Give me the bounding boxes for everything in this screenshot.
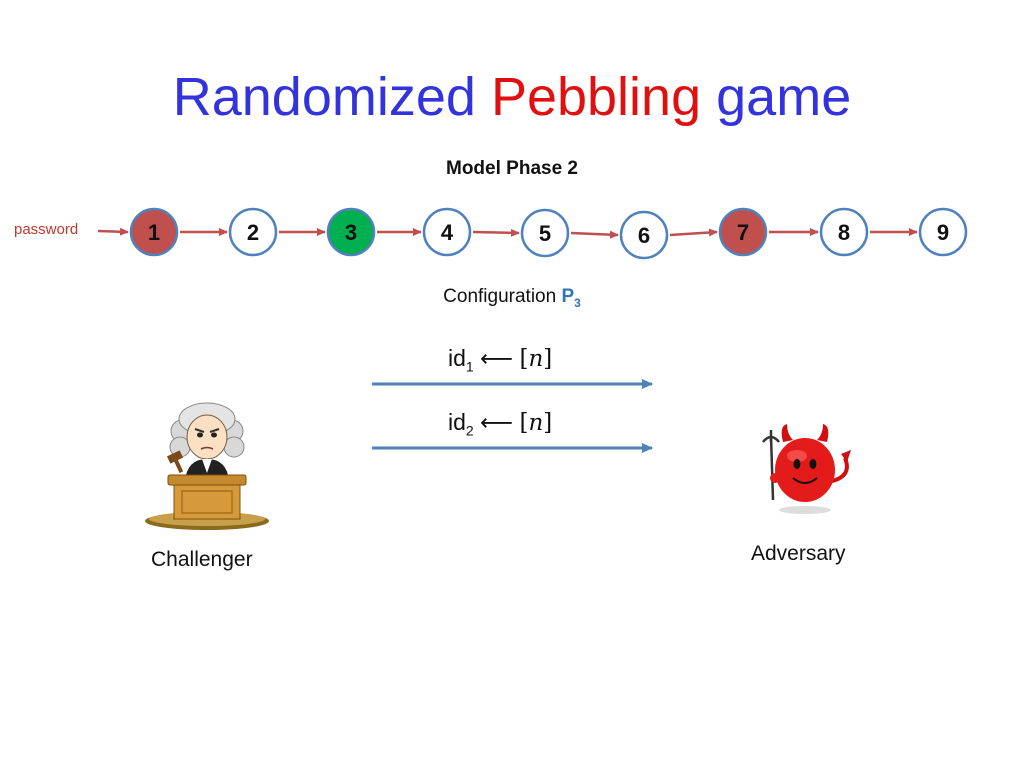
phase-label: Model Phase 2 <box>446 158 578 179</box>
configuration-name: P3 <box>561 286 581 310</box>
message-1-index: 1 <box>465 358 474 375</box>
configuration-symbol: P <box>561 286 575 307</box>
judge-icon <box>145 402 269 530</box>
chain-node-label-9: 9 <box>937 220 949 245</box>
message-2-set-close: ] <box>543 410 553 436</box>
chain-node-4 <box>422 207 472 257</box>
adversary-label: Adversary <box>751 542 846 565</box>
chain-node-label-1: 1 <box>148 220 160 245</box>
message-1-set-close: ] <box>543 346 553 372</box>
password-label: password <box>14 221 79 238</box>
challenger-label: Challenger <box>151 548 253 571</box>
title-word-randomized: Randomized <box>172 67 476 127</box>
chain-node-3 <box>326 207 376 257</box>
chain-node-9 <box>918 207 968 257</box>
message-1-set-open: [ <box>519 346 529 372</box>
chain-node-label-8: 8 <box>838 220 850 245</box>
chain-edge-4-5 <box>472 228 520 237</box>
chain-node-2 <box>228 207 278 257</box>
message-1-id: id <box>448 345 466 371</box>
chain-node-label-5: 5 <box>539 221 551 246</box>
message-2-id: id <box>448 409 466 435</box>
chain-node-8 <box>819 207 869 257</box>
chain-edge-6-7 <box>669 228 718 237</box>
chain-node-7 <box>718 207 768 257</box>
message-1-var: n <box>528 346 544 372</box>
pebbling-chain: 1 2 3 4 5 6 7 8 9 <box>97 207 968 260</box>
message-1-label: id1 ⟵ [n] <box>448 345 552 375</box>
message-2-assign: ⟵ <box>480 409 514 435</box>
chain-node-6 <box>619 210 669 260</box>
chain-node-1 <box>129 207 179 257</box>
chain-node-label-3: 3 <box>345 220 357 245</box>
password-edge <box>97 227 129 236</box>
configuration-index: 3 <box>574 295 581 310</box>
message-1-assign: ⟵ <box>480 345 514 371</box>
configuration-text: Configuration <box>443 286 557 307</box>
slide-title: Randomized Pebbling game <box>0 62 1024 132</box>
devil-icon <box>762 424 851 514</box>
message-2-label: id2 ⟵ [n] <box>448 409 552 439</box>
message-2-index: 2 <box>465 422 474 439</box>
chain-node-label-6: 6 <box>638 223 650 248</box>
chain-node-label-2: 2 <box>247 220 259 245</box>
message-2-set-open: [ <box>519 410 529 436</box>
chain-node-5 <box>520 208 570 258</box>
configuration-label: Configuration P3 <box>0 286 1024 310</box>
message-2-var: n <box>528 410 544 436</box>
title-word-pebbling: Pebbling <box>490 67 702 127</box>
chain-edge-5-6 <box>570 230 619 239</box>
title-word-game: game <box>716 67 852 127</box>
chain-node-label-4: 4 <box>441 220 454 245</box>
chain-node-label-7: 7 <box>737 220 749 245</box>
